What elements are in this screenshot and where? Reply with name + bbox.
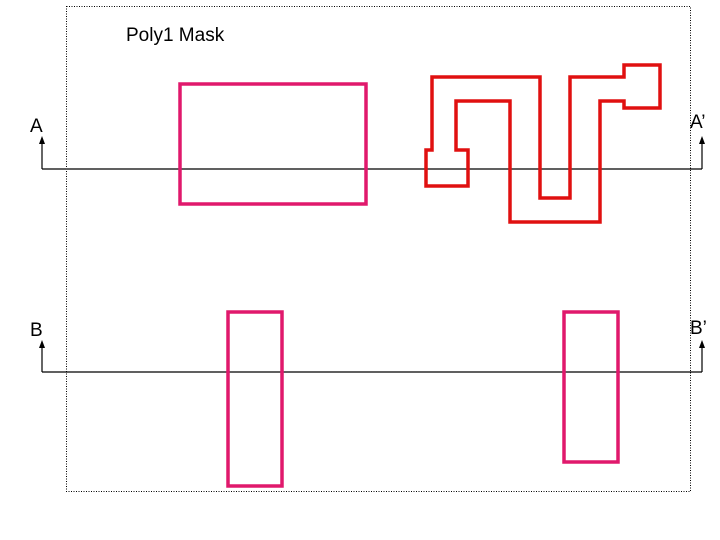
- cut-line-b-left-arrow: [39, 340, 45, 348]
- mask-frame: [66, 6, 691, 492]
- cut-line-a-right-arrow: [699, 136, 705, 144]
- cut-line-b-right-arrow: [699, 340, 705, 348]
- mask-title: Poly1 Mask: [126, 25, 225, 46]
- poly-rect-bottom-right: [562, 310, 620, 464]
- cut-line-a: [39, 136, 705, 170]
- cut-label-a-start: A: [30, 116, 43, 137]
- cut-line-a-left-arrow: [39, 136, 45, 144]
- cut-line-b: [39, 340, 705, 373]
- poly-rect-bottom-left: [226, 310, 284, 488]
- cut-label-a-end: A’: [690, 112, 706, 133]
- cut-label-b-end: B’: [690, 318, 707, 339]
- poly-serpentine-path: [424, 63, 662, 224]
- cut-label-b-start: B: [30, 320, 43, 341]
- poly-rect-large: [178, 82, 368, 206]
